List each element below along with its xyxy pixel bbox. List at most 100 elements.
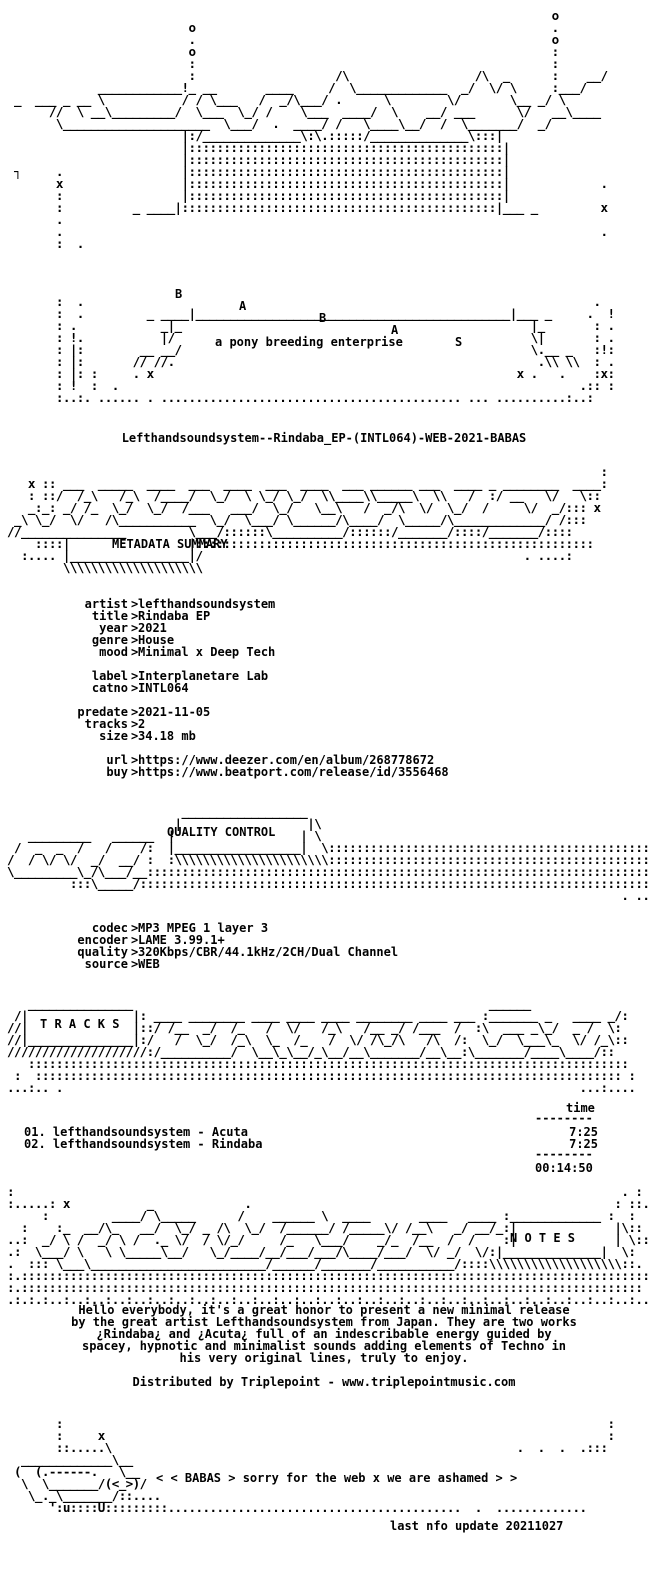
meta-sep: > <box>131 597 139 611</box>
quality-value: MP3 MPEG 1 layer 3 <box>138 921 269 935</box>
quality-value: LAME 3.99.1+ <box>138 933 225 947</box>
meta-row-predate: predate > 2021-11-05 <box>0 706 648 718</box>
notes-line: ¿Rindaba¿ and ¿Acuta¿ full of an indescr… <box>96 1327 552 1341</box>
meta-sep: > <box>131 765 139 779</box>
meta-key: label <box>91 669 128 683</box>
total-time: 00:14:50 <box>535 1161 593 1175</box>
meta-row-label: label > Interplanetare Lab <box>0 670 648 682</box>
meta-sep: > <box>131 609 139 623</box>
meta-key: catno <box>91 681 128 695</box>
release-name: Lefthandsoundsystem--Rindaba_EP-(INTL064… <box>121 431 527 445</box>
meta-row-size: size > 34.18 mb <box>0 730 648 742</box>
time-rule-bottom: -------- <box>535 1147 593 1161</box>
metadata-title: METADATA SUMMARY <box>112 537 228 551</box>
notes-line: his very original lines, truly to enjoy. <box>179 1351 469 1365</box>
meta-value: Minimal x Deep Tech <box>138 645 276 659</box>
quality-sep: > <box>131 921 139 935</box>
header-logo-body: |:/______________\:\.:::::/_____________… <box>13 128 608 251</box>
meta-row-catno: catno > INTL064 <box>0 682 648 694</box>
deezer-link[interactable]: https://www.deezer.com/en/album/26877867… <box>138 753 435 767</box>
quality-sep: > <box>131 957 139 971</box>
notes-line: spacey, hypnotic and minimalist sounds a… <box>81 1339 567 1353</box>
meta-sep: > <box>131 705 139 719</box>
last-update: last nfo update 20211027 <box>390 1519 564 1533</box>
quality-key: codec <box>91 921 128 935</box>
meta-row-tracks: tracks > 2 <box>0 718 648 730</box>
meta-row-artist: artist > lefthandsoundsystem <box>0 598 648 610</box>
meta-sep: > <box>131 729 139 743</box>
quality-row-encoder: encoder > LAME 3.99.1+ <box>0 934 648 946</box>
meta-key: year <box>99 621 128 635</box>
meta-sep: > <box>131 681 139 695</box>
quality-row-quality: quality > 320Kbps/CBR/44.1kHz/2CH/Dual C… <box>0 946 648 958</box>
time-header: time <box>566 1101 595 1115</box>
meta-key: buy <box>106 765 128 779</box>
quality-value: 320Kbps/CBR/44.1kHz/2CH/Dual Channel <box>138 945 399 959</box>
meta-row-genre: genre > House <box>0 634 648 646</box>
quality-row-source: source > WEB <box>0 958 648 970</box>
footer-art: : : : x : ::.....\ <box>13 1416 615 1515</box>
notes-line: Hello everybody, it's a great honor to p… <box>78 1303 570 1317</box>
group-letter: S <box>455 335 463 349</box>
distributed-by[interactable]: Distributed by Triplepoint - www.triplep… <box>132 1375 516 1389</box>
meta-row-title: title > Rindaba EP <box>0 610 648 622</box>
quality-value: WEB <box>138 957 160 971</box>
meta-value: 2 <box>138 717 146 731</box>
meta-value: Interplanetare Lab <box>138 669 269 683</box>
group-letter: A <box>239 299 247 313</box>
meta-row-year: year > 2021 <box>0 622 648 634</box>
meta-row-buy: buy > https://www.beatport.com/release/i… <box>0 766 648 778</box>
track-title: 01. lefthandsoundsystem - Acuta <box>24 1125 248 1139</box>
meta-sep: > <box>131 645 139 659</box>
meta-value: 34.18 mb <box>138 729 196 743</box>
track-time: 7:25 <box>569 1125 598 1139</box>
tracks-header-art: _______________ ______ /| |: ____ ______… <box>6 996 636 1095</box>
notes-header-art: : . : :.....: x _ . : ::.> : <box>6 1184 648 1307</box>
meta-key: size <box>99 729 128 743</box>
metadata-header-art: : x :: ___ _____ ____ ___ ____ ___ ____ … <box>6 464 608 575</box>
beatport-link[interactable]: https://www.beatport.com/release/id/3556… <box>138 765 449 779</box>
meta-sep: > <box>131 633 139 647</box>
meta-value: 2021 <box>138 621 167 635</box>
meta-value: INTL064 <box>138 681 189 695</box>
meta-key: predate <box>77 705 128 719</box>
quality-sep: > <box>131 945 139 959</box>
meta-key: url <box>106 753 128 767</box>
meta-key: title <box>91 609 128 623</box>
header-frame-art: : . . : . _ ____|_______________________… <box>55 294 615 405</box>
tagline: a pony breeding enterprise <box>215 335 403 349</box>
quality-key: quality <box>77 945 128 959</box>
footer-message: < < BABAS > sorry for the web x we are a… <box>156 1471 518 1485</box>
meta-sep: > <box>131 717 139 731</box>
notes-line: by the great artist Lefthandsoundsystem … <box>71 1315 577 1329</box>
meta-value: lefthandsoundsystem <box>138 597 276 611</box>
meta-key: artist <box>84 597 128 611</box>
meta-value: 2021-11-05 <box>138 705 211 719</box>
track-row: 01. lefthandsoundsystem - Acuta 7:25 <box>0 1126 648 1138</box>
meta-key: genre <box>91 633 128 647</box>
quality-header-art: __________________ | |\ _________ ______… <box>6 804 648 903</box>
quality-key: source <box>84 957 128 971</box>
meta-row-url: url > https://www.deezer.com/en/album/26… <box>0 754 648 766</box>
meta-sep: > <box>131 753 139 767</box>
meta-key: mood <box>99 645 128 659</box>
group-letter: A <box>391 323 399 337</box>
meta-sep: > <box>131 669 139 683</box>
group-letter: B <box>319 311 327 325</box>
meta-row-mood: mood > Minimal x Deep Tech <box>0 646 648 658</box>
quality-key: encoder <box>77 933 128 947</box>
track-title: 02. lefthandsoundsystem - Rindaba <box>24 1137 263 1151</box>
time-rule-top: -------- <box>535 1111 593 1125</box>
group-letters: B A B A S <box>0 276 648 348</box>
meta-sep: > <box>131 621 139 635</box>
meta-key: tracks <box>84 717 128 731</box>
meta-value: House <box>138 633 175 647</box>
notes-title: N O T E S <box>510 1231 576 1245</box>
header-logo-art: o o . . o o <box>13 8 608 131</box>
quality-row-codec: codec > MP3 MPEG 1 layer 3 <box>0 922 648 934</box>
group-letter: B <box>175 287 183 301</box>
track-time: 7:25 <box>569 1137 598 1151</box>
quality-sep: > <box>131 933 139 947</box>
track-row: 02. lefthandsoundsystem - Rindaba 7:25 <box>0 1138 648 1150</box>
quality-title: QUALITY CONTROL <box>167 825 276 839</box>
